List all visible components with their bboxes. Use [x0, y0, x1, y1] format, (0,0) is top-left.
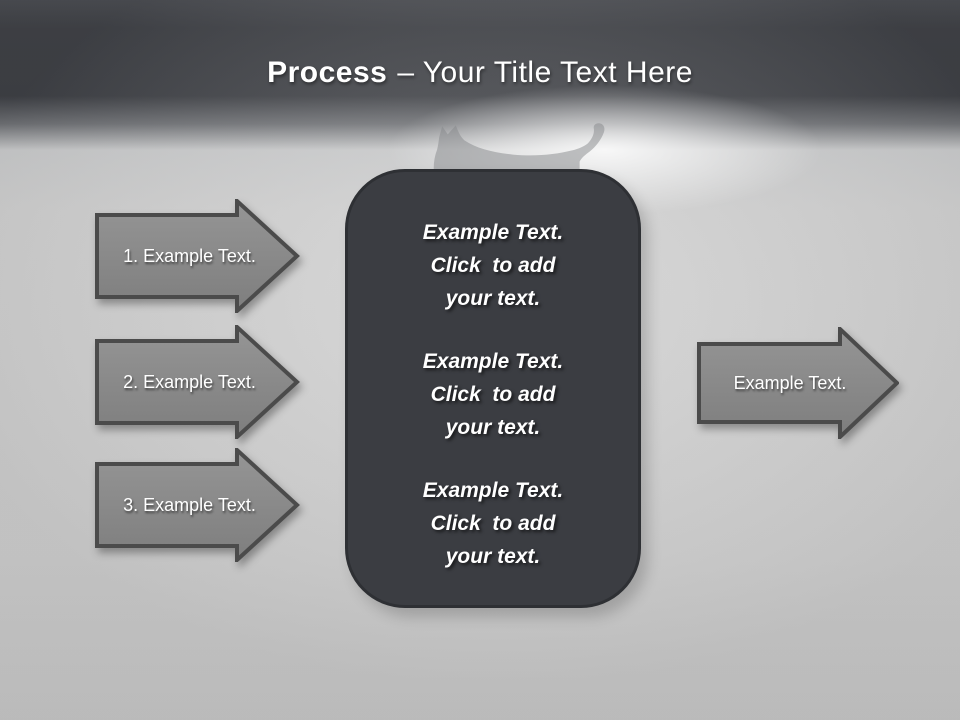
- text-placeholder-block-3[interactable]: Example Text. Click to add your text.: [366, 474, 620, 573]
- placeholder-line: Example Text.: [422, 479, 564, 502]
- arrow-right-icon: [697, 327, 899, 439]
- cat-silhouette-icon: [433, 123, 605, 175]
- step-label-2: 2. Example Text.: [123, 371, 256, 392]
- placeholder-line: Click to add: [430, 383, 556, 406]
- text-placeholder-block-1[interactable]: Example Text. Click to add your text.: [366, 216, 620, 315]
- slide-title[interactable]: Process – Your Title Text Here: [0, 56, 960, 90]
- content-panel: Example Text. Click to add your text. Ex…: [345, 169, 641, 608]
- step-label-1: 1. Example Text.: [123, 245, 256, 266]
- arrow-right-icon: [95, 199, 300, 313]
- placeholder-line: Example Text.: [422, 350, 564, 373]
- placeholder-line: your text.: [445, 287, 541, 310]
- step-label-3: 3. Example Text.: [123, 494, 256, 515]
- process-step-arrow-3[interactable]: 3. Example Text.: [95, 448, 300, 562]
- process-result-arrow[interactable]: Example Text.: [697, 327, 899, 439]
- placeholder-line: Click to add: [430, 512, 556, 535]
- arrow-right-icon: [95, 325, 300, 439]
- result-label: Example Text.: [733, 372, 847, 393]
- arrow-right-icon: [95, 448, 300, 562]
- slide-title-emphasis: Process: [267, 56, 388, 89]
- slide-title-rest: – Your Title Text Here: [397, 56, 693, 89]
- text-placeholder-block-2[interactable]: Example Text. Click to add your text.: [366, 345, 620, 444]
- placeholder-line: your text.: [445, 545, 541, 568]
- placeholder-line: your text.: [445, 416, 541, 439]
- process-step-arrow-1[interactable]: 1. Example Text.: [95, 199, 300, 313]
- process-step-arrow-2[interactable]: 2. Example Text.: [95, 325, 300, 439]
- placeholder-line: Example Text.: [422, 221, 564, 244]
- placeholder-line: Click to add: [430, 254, 556, 277]
